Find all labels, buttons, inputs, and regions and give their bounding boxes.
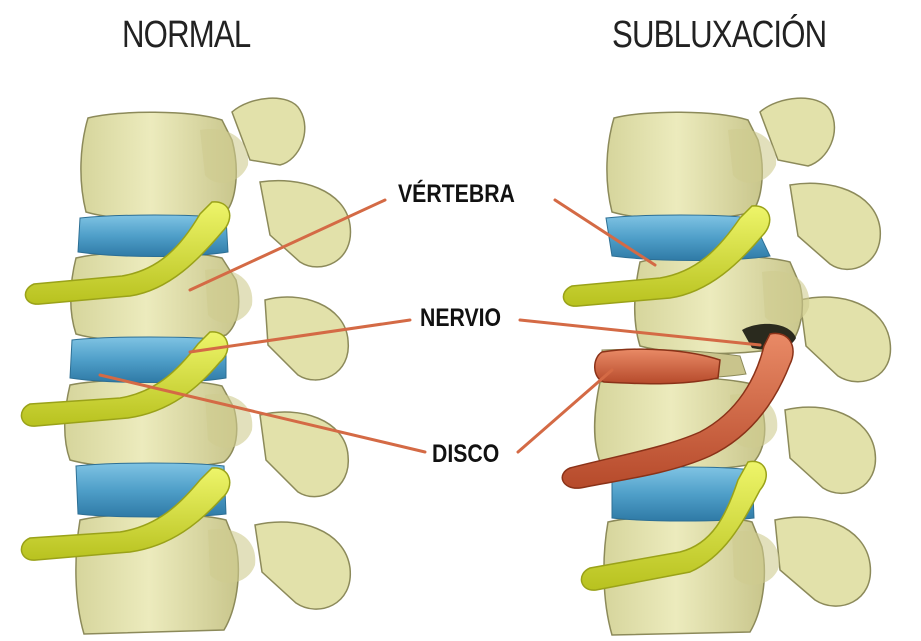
posterior-processes xyxy=(232,98,350,609)
normal-spine xyxy=(21,98,350,634)
label-vertebra: VÉRTEBRA xyxy=(398,180,515,209)
subluxation-spine xyxy=(562,98,890,635)
nerve-irritated xyxy=(595,349,720,384)
label-disc: DISCO xyxy=(432,440,499,469)
label-nerve: NERVIO xyxy=(420,304,501,333)
